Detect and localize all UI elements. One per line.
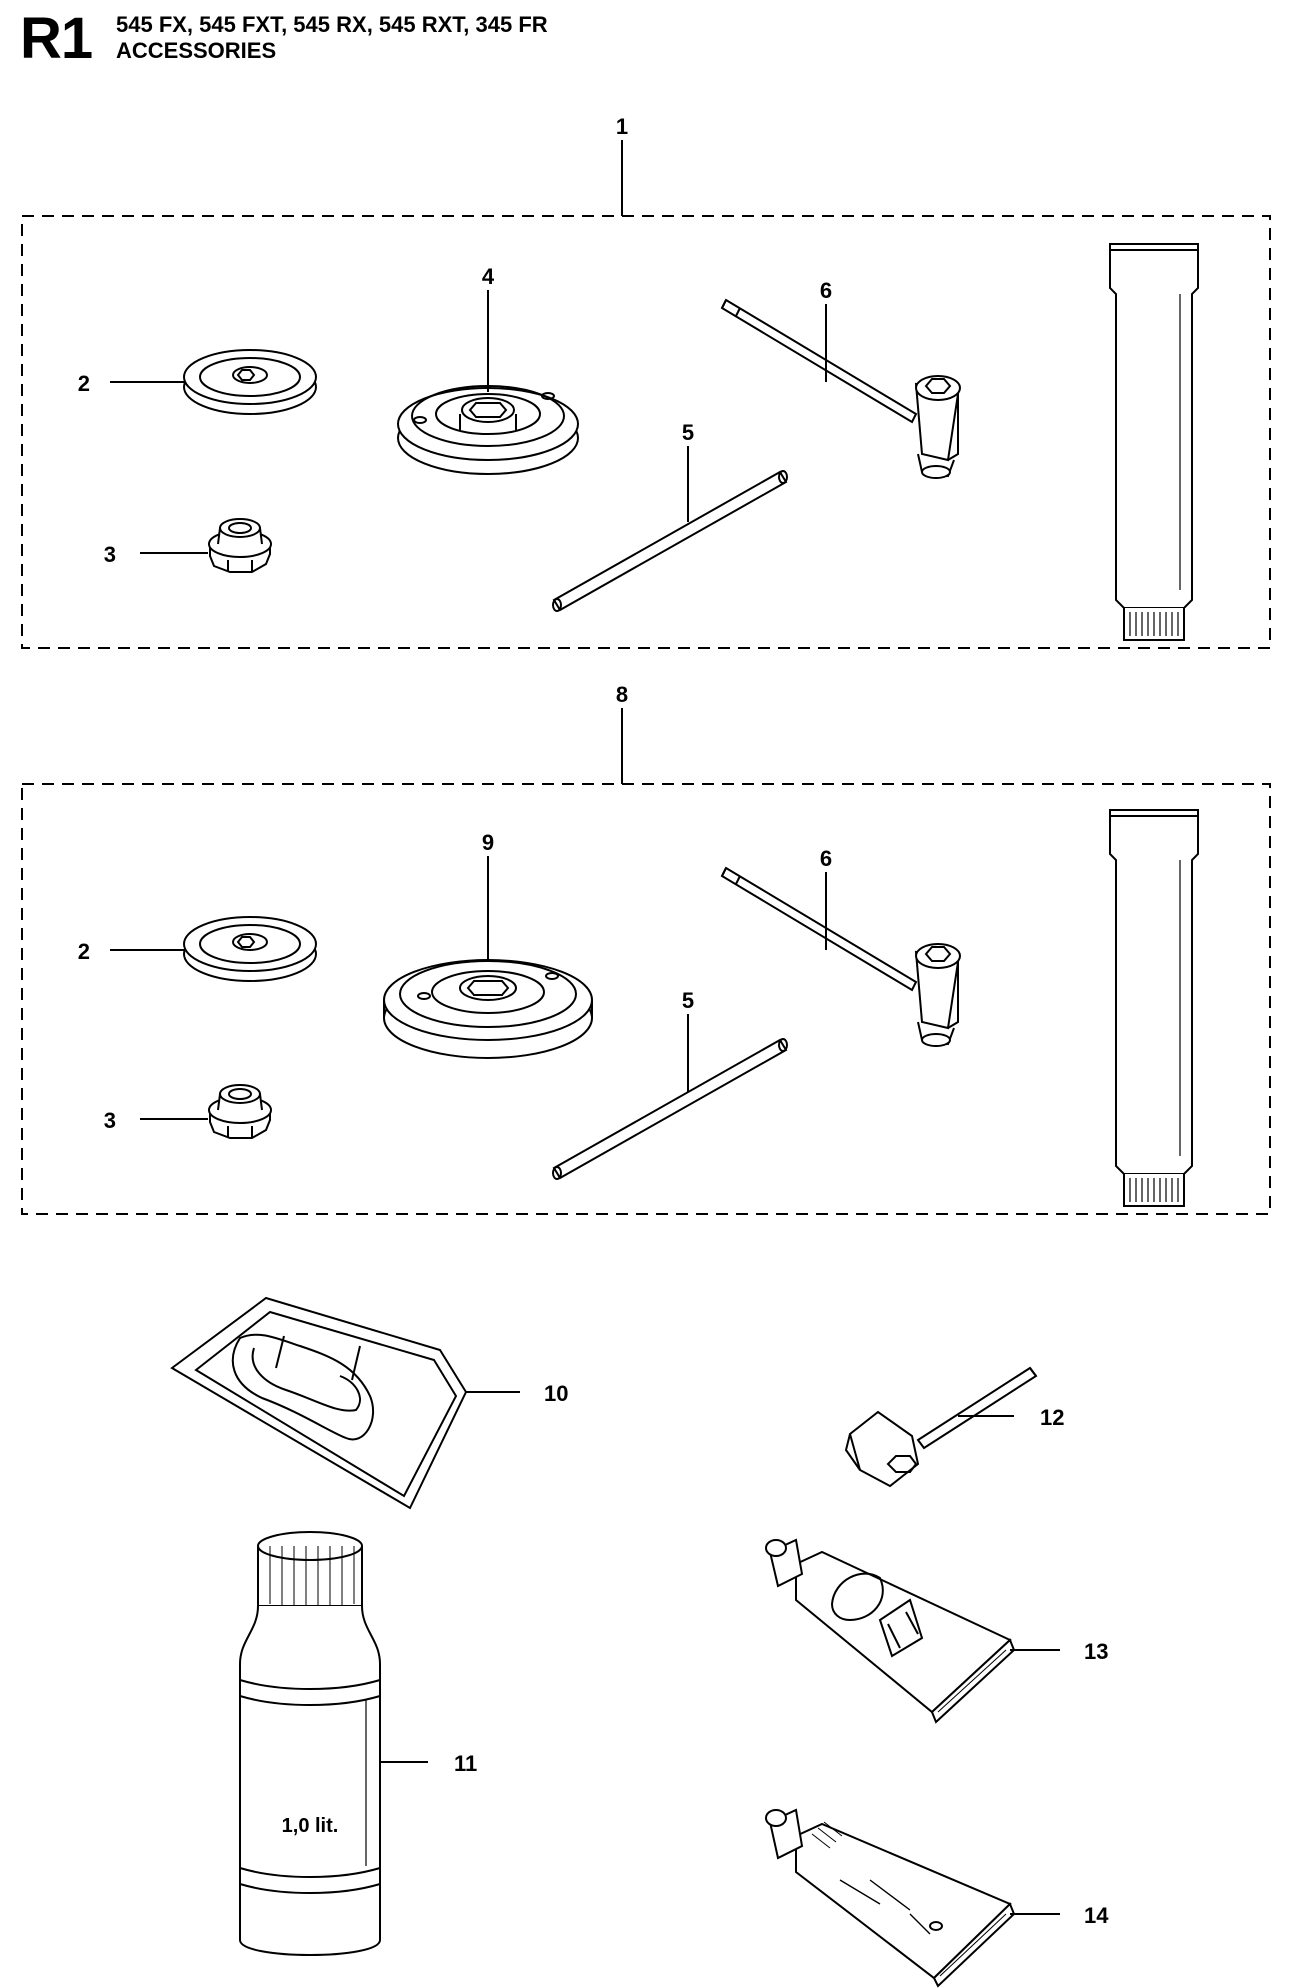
callout-label: 3 — [104, 1108, 116, 1133]
wrench-drawing: 6 — [721, 278, 961, 479]
support-cup-drawing: 9 — [383, 830, 593, 1059]
callout-label: 2 — [78, 371, 90, 396]
callout-label: 5 — [682, 420, 694, 445]
sheet-subtitle: ACCESSORIES — [116, 38, 277, 63]
callout-label: 10 — [544, 1381, 568, 1406]
callout-label: 12 — [1040, 1405, 1064, 1430]
callout-label: 4 — [482, 264, 495, 289]
small-wrench-drawing: 12 — [844, 1366, 1064, 1488]
grease-tube-drawing — [1109, 243, 1199, 641]
grease-tube-drawing — [1109, 809, 1199, 1207]
washer-drawing: 2 — [78, 349, 317, 415]
callout-label: 13 — [1084, 1639, 1108, 1664]
kit-boundary — [21, 215, 1271, 649]
callout-label: 6 — [820, 278, 832, 303]
bottle-label: 1,0 lit. — [282, 1815, 339, 1837]
rod-drawing: 5 — [552, 988, 788, 1180]
callout-label: 14 — [1084, 1903, 1109, 1928]
callout-label: 3 — [104, 542, 116, 567]
callout-label: 5 — [682, 988, 694, 1013]
callout-label: 1 — [616, 114, 628, 139]
grease-tube-14-drawing: 14 — [765, 1808, 1109, 1988]
callout-label: 9 — [482, 830, 494, 855]
nut-drawing: 3 — [104, 518, 272, 573]
callout-label: 6 — [820, 846, 832, 871]
callout-label: 2 — [78, 939, 90, 964]
washer-drawing: 2 — [78, 916, 317, 982]
grease-tube-13-drawing: 13 — [765, 1538, 1108, 1724]
nut-drawing: 3 — [104, 1084, 272, 1139]
callout-label: 8 — [616, 682, 628, 707]
rod-drawing: 5 — [552, 420, 788, 612]
callout-label: 11 — [454, 1751, 477, 1776]
support-cup-drawing: 4 — [397, 264, 579, 475]
kit-1: 1 2 3 4 5 — [21, 114, 1271, 649]
wrench-drawing: 6 — [721, 846, 961, 1047]
oil-bottle-drawing: 1,0 lit. 11 — [239, 1531, 477, 1956]
model-list: 545 FX, 545 FXT, 545 RX, 545 RXT, 345 FR — [116, 12, 548, 37]
sheet-code: R1 — [20, 6, 93, 71]
kit-boundary — [21, 783, 1271, 1215]
kit-8: 8 2 3 9 5 — [21, 682, 1271, 1215]
transport-guard-drawing: 10 — [170, 1296, 568, 1510]
